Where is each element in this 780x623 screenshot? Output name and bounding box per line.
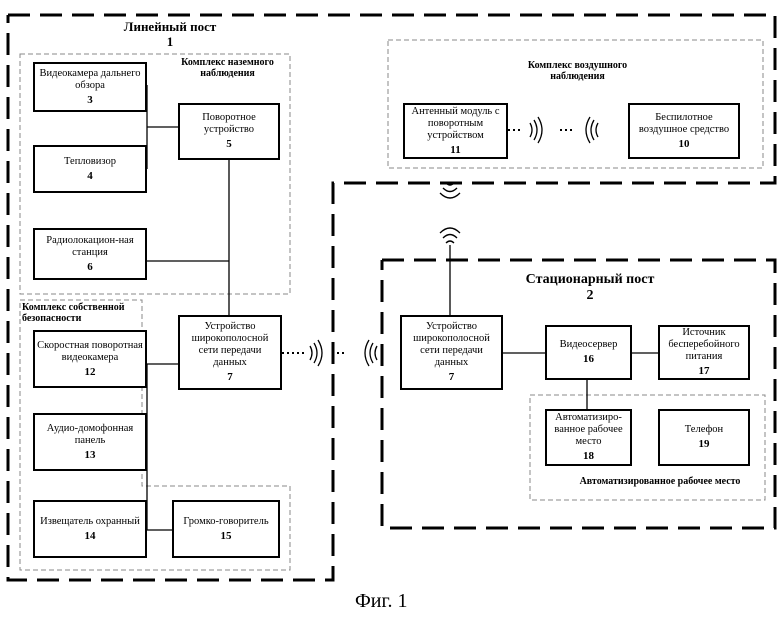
stationary-post-title-text: Стационарный пост — [495, 272, 685, 288]
signal-down-icon — [440, 183, 460, 198]
ground-complex-label: Комплекс наземного наблюдения — [165, 57, 290, 79]
linear-post-title: Линейный пост 1 — [100, 20, 240, 50]
block-14-label: Извещатель охранный — [40, 516, 140, 528]
block-10-number: 10 — [679, 138, 690, 151]
block-7-network-linear: Устройство широкополосной сети передачи … — [178, 315, 282, 390]
block-12-label: Скоростная поворотная видеокамера — [37, 340, 143, 364]
block-5-rotator: Поворотное устройство 5 — [178, 103, 280, 160]
block-16-video-server: Видеосервер 16 — [545, 325, 632, 380]
block-4-label: Тепловизор — [64, 156, 116, 168]
block-15-label: Громко-говоритель — [183, 516, 268, 528]
block-7-network-stationary: Устройство широкополосной сети передачи … — [400, 315, 503, 390]
air-complex-label: Комплекс воздушного наблюдения — [510, 60, 645, 82]
block-3-camera: Видеокамера дальнего обзора 3 — [33, 62, 147, 112]
block-15-loudspeaker: Громко-говоритель 15 — [172, 500, 280, 558]
block-19-number: 19 — [699, 438, 710, 451]
block-13-intercom: Аудио-домофонная панель 13 — [33, 413, 147, 471]
block-7b-number: 7 — [449, 371, 455, 384]
block-3-number: 3 — [87, 94, 93, 107]
block-10-label: Беспилотное воздушное средство — [632, 112, 736, 136]
block-14-number: 14 — [85, 530, 96, 543]
block-5-label: Поворотное устройство — [182, 112, 276, 136]
signal-left-icon — [365, 340, 377, 366]
workplace-label: Автоматизированное рабочее место — [570, 476, 750, 487]
block-15-number: 15 — [221, 530, 232, 543]
block-18-workstation: Автоматизиро-ванное рабочее место 18 — [545, 409, 632, 466]
block-17-number: 17 — [699, 365, 710, 378]
block-17-ups: Источник бесперебойного питания 17 — [658, 325, 750, 380]
signal-air-left-icon — [586, 117, 598, 143]
block-7a-number: 7 — [227, 371, 233, 384]
stationary-post-number: 2 — [495, 288, 685, 304]
block-13-label: Аудио-домофонная панель — [37, 423, 143, 447]
figure-caption: Фиг. 1 — [355, 590, 407, 613]
linear-post-title-text: Линейный пост — [100, 20, 240, 35]
block-6-radar: Радиолокацион-ная станция 6 — [33, 228, 147, 280]
block-4-number: 4 — [87, 170, 93, 183]
block-7a-label: Устройство широкополосной сети передачи … — [182, 321, 278, 369]
block-19-label: Телефон — [685, 424, 723, 436]
block-17-label: Источник бесперебойного питания — [662, 327, 746, 363]
security-complex-label: Комплекс собственной безопасности — [22, 302, 140, 324]
block-16-number: 16 — [583, 353, 594, 366]
block-11-antenna: Антенный модуль с поворотным устройством… — [403, 103, 508, 159]
block-11-number: 11 — [450, 144, 460, 157]
block-14-detector: Извещатель охранный 14 — [33, 500, 147, 558]
block-5-number: 5 — [226, 138, 232, 151]
block-4-thermal: Тепловизор 4 — [33, 145, 147, 193]
block-6-number: 6 — [87, 261, 93, 274]
signal-right-icon — [310, 340, 322, 366]
block-16-label: Видеосервер — [560, 339, 618, 351]
block-7b-label: Устройство широкополосной сети передачи … — [404, 321, 499, 369]
block-18-number: 18 — [583, 450, 594, 463]
block-3-label: Видеокамера дальнего обзора — [37, 68, 143, 92]
block-6-label: Радиолокацион-ная станция — [37, 235, 143, 259]
block-11-label: Антенный модуль с поворотным устройством — [407, 106, 504, 142]
block-10-drone: Беспилотное воздушное средство 10 — [628, 103, 740, 159]
block-13-number: 13 — [85, 449, 96, 462]
linear-post-number: 1 — [100, 35, 240, 50]
signal-air-right-icon — [530, 117, 542, 143]
block-18-label: Автоматизиро-ванное рабочее место — [549, 412, 628, 448]
signal-up-icon — [440, 228, 460, 243]
block-19-phone: Телефон 19 — [658, 409, 750, 466]
stationary-post-title: Стационарный пост 2 — [495, 272, 685, 304]
block-12-number: 12 — [85, 366, 96, 379]
block-12-ptz-camera: Скоростная поворотная видеокамера 12 — [33, 330, 147, 388]
